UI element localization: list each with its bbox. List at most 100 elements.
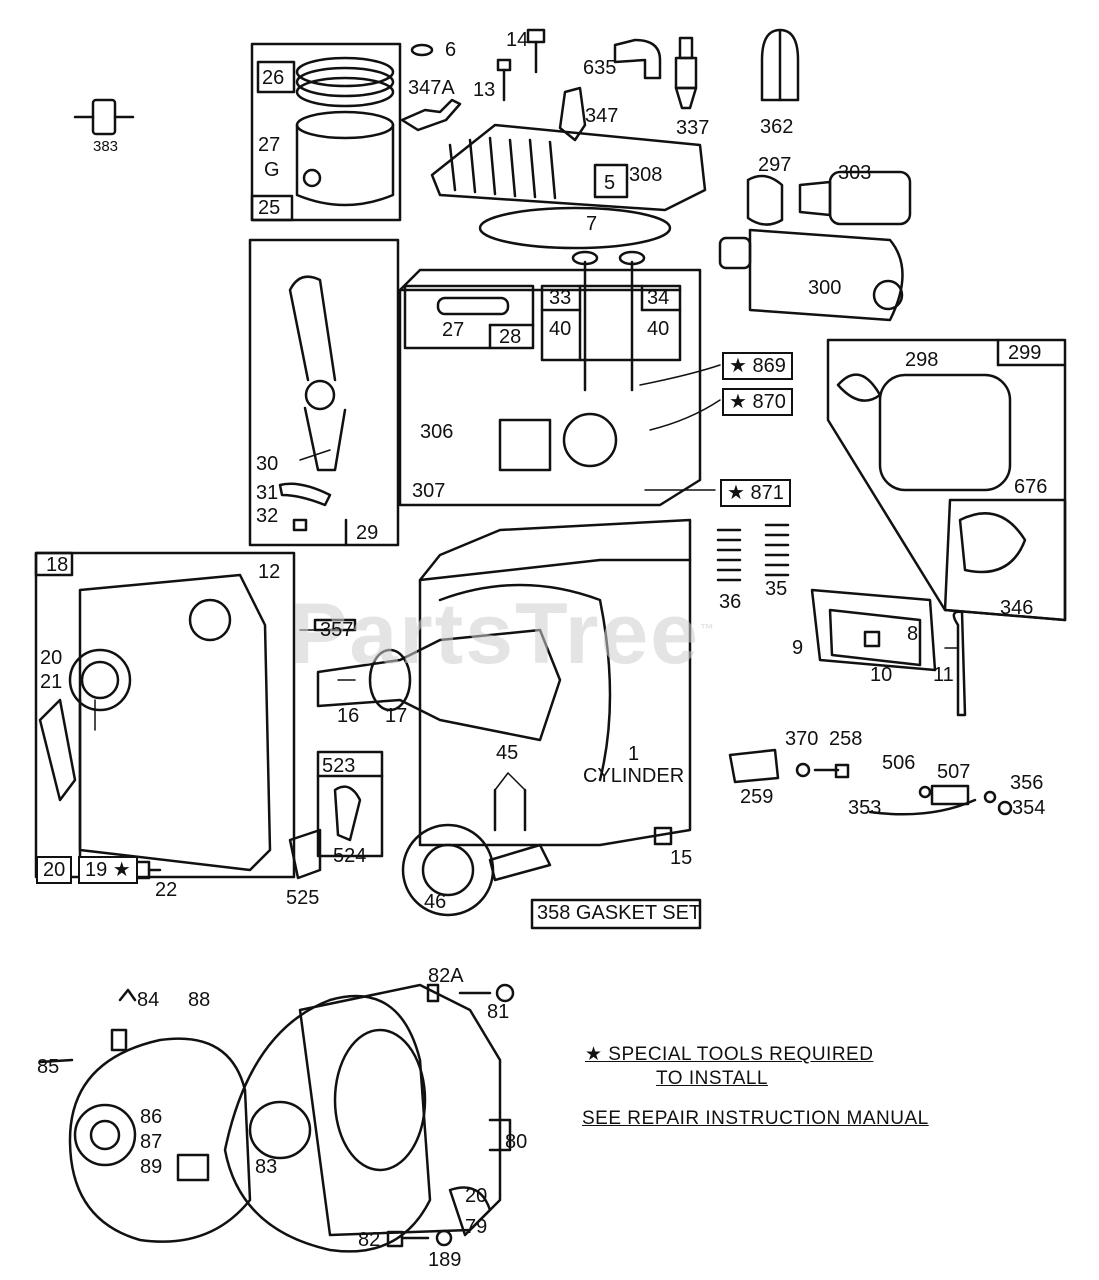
part-label-22: 22 (155, 879, 178, 901)
head-gasket (478, 206, 672, 250)
part-label-35: 35 (765, 578, 788, 600)
part-label-358: 358 GASKET SET (537, 902, 702, 924)
part-label-258: 258 (829, 728, 863, 750)
part-383-tool (73, 98, 135, 136)
part-label-83: 83 (255, 1156, 278, 1178)
part-label-870: ★ 870 (722, 388, 793, 416)
part-label-297: 297 (758, 154, 792, 176)
part-label-308: 308 (629, 164, 663, 186)
part-label-80: 80 (505, 1131, 528, 1153)
part-label-25: 25 (258, 197, 281, 219)
cylinder-head (430, 123, 707, 212)
part-label-11: 11 (933, 664, 954, 686)
part-label-20-gear: 20 (36, 856, 73, 884)
part-label-9: 9 (792, 637, 804, 659)
cylinder-block (398, 268, 702, 847)
part-label-1: 1 (628, 743, 640, 765)
part-label-32: 32 (256, 505, 279, 527)
part-label-356: 356 (1010, 772, 1044, 794)
part-label-298: 298 (905, 349, 939, 371)
part-label-87: 87 (140, 1131, 163, 1153)
part-label-524: 524 (333, 845, 367, 867)
part-label-27-pin: 27 (442, 319, 465, 341)
part-label-86: 86 (140, 1106, 163, 1128)
part-label-383: 383 (93, 138, 119, 155)
leader-lines (94, 364, 958, 791)
part-label-635: 635 (583, 57, 617, 79)
part-label-89: 89 (140, 1156, 163, 1178)
piston-pin-box (403, 284, 535, 350)
part-label-79: 79 (465, 1216, 488, 1238)
part-label-303: 303 (838, 162, 872, 184)
part-label-525: 525 (286, 887, 320, 909)
part-label-10: 10 (870, 664, 893, 686)
part-label-6: 6 (445, 39, 457, 61)
gear-cover-box (34, 551, 296, 879)
part-label-85: 85 (37, 1056, 60, 1078)
breather-assembly (810, 588, 967, 717)
part-label-370: 370 (785, 728, 819, 750)
part-label-82: 82 (358, 1229, 381, 1251)
part-label-19: 19 ★ (78, 856, 138, 884)
part-label-g: G (264, 159, 280, 181)
part-label-346: 346 (1000, 597, 1034, 619)
part-label-21: 21 (40, 671, 63, 693)
part-label-26: 26 (262, 67, 285, 89)
part-label-362: 362 (760, 116, 794, 138)
crankshaft (313, 618, 562, 742)
watermark: PartsTree™ (290, 586, 717, 682)
part-label-306: 306 (420, 421, 454, 443)
cam-gear (401, 788, 552, 917)
part-label-507: 507 (937, 761, 971, 783)
part-label-18: 18 (46, 554, 69, 576)
part-label-29: 29 (356, 522, 379, 544)
repair-manual-note: SEE REPAIR INSTRUCTION MANUAL (582, 1108, 929, 1129)
part-label-259: 259 (740, 786, 774, 808)
part-label-28: 28 (499, 326, 522, 348)
part-label-5: 5 (604, 172, 616, 194)
part-label-31: 31 (256, 482, 279, 504)
part-label-16: 16 (337, 705, 360, 727)
part-label-46: 46 (424, 891, 447, 913)
part-label-14: 14 (506, 29, 529, 51)
part-label-347: 347 (585, 105, 619, 127)
to-install-note: TO INSTALL (656, 1068, 768, 1089)
part-label-300: 300 (808, 277, 842, 299)
part-label-871: ★ 871 (720, 479, 791, 507)
part-label-7: 7 (586, 213, 598, 235)
part-label-347a: 347A (408, 77, 455, 99)
part-label-20-cover: 20 (40, 647, 63, 669)
part-label-523: 523 (322, 755, 356, 777)
part-label-299: 299 (1008, 342, 1042, 364)
part-label-189: 189 (428, 1249, 462, 1271)
flywheel-shroud (298, 983, 515, 1248)
part-label-15: 15 (670, 847, 693, 869)
part-label-676: 676 (1014, 476, 1048, 498)
part-label-27: 27 (258, 134, 281, 156)
part-label-34: 34 (647, 287, 670, 309)
governor-box (288, 750, 384, 880)
part-label-337: 337 (676, 117, 710, 139)
gasket-set-box (530, 898, 702, 930)
part-label-354: 354 (1012, 797, 1046, 819)
top-right-parts (613, 28, 800, 110)
part-label-36: 36 (719, 591, 742, 613)
part-label-13: 13 (473, 79, 496, 101)
part-label-12: 12 (258, 561, 281, 583)
small-hardware-top (400, 28, 587, 142)
part-label-81: 81 (487, 1001, 510, 1023)
breather-parts (718, 170, 912, 322)
part-label-307: 307 (412, 480, 446, 502)
part-label-353: 353 (848, 797, 882, 819)
valve-springs (716, 523, 790, 582)
part-label-33: 33 (549, 287, 572, 309)
special-tools-note: ★ SPECIAL TOOLS REQUIRED (585, 1044, 874, 1065)
muffler-box (826, 338, 1067, 622)
linkage-parts (728, 748, 1013, 816)
part-label-cylinder: CYLINDER (583, 765, 685, 787)
valve-box (540, 250, 682, 392)
rewind-starter (38, 988, 432, 1253)
piston-ring-box (250, 42, 402, 222)
part-label-17: 17 (385, 705, 408, 727)
